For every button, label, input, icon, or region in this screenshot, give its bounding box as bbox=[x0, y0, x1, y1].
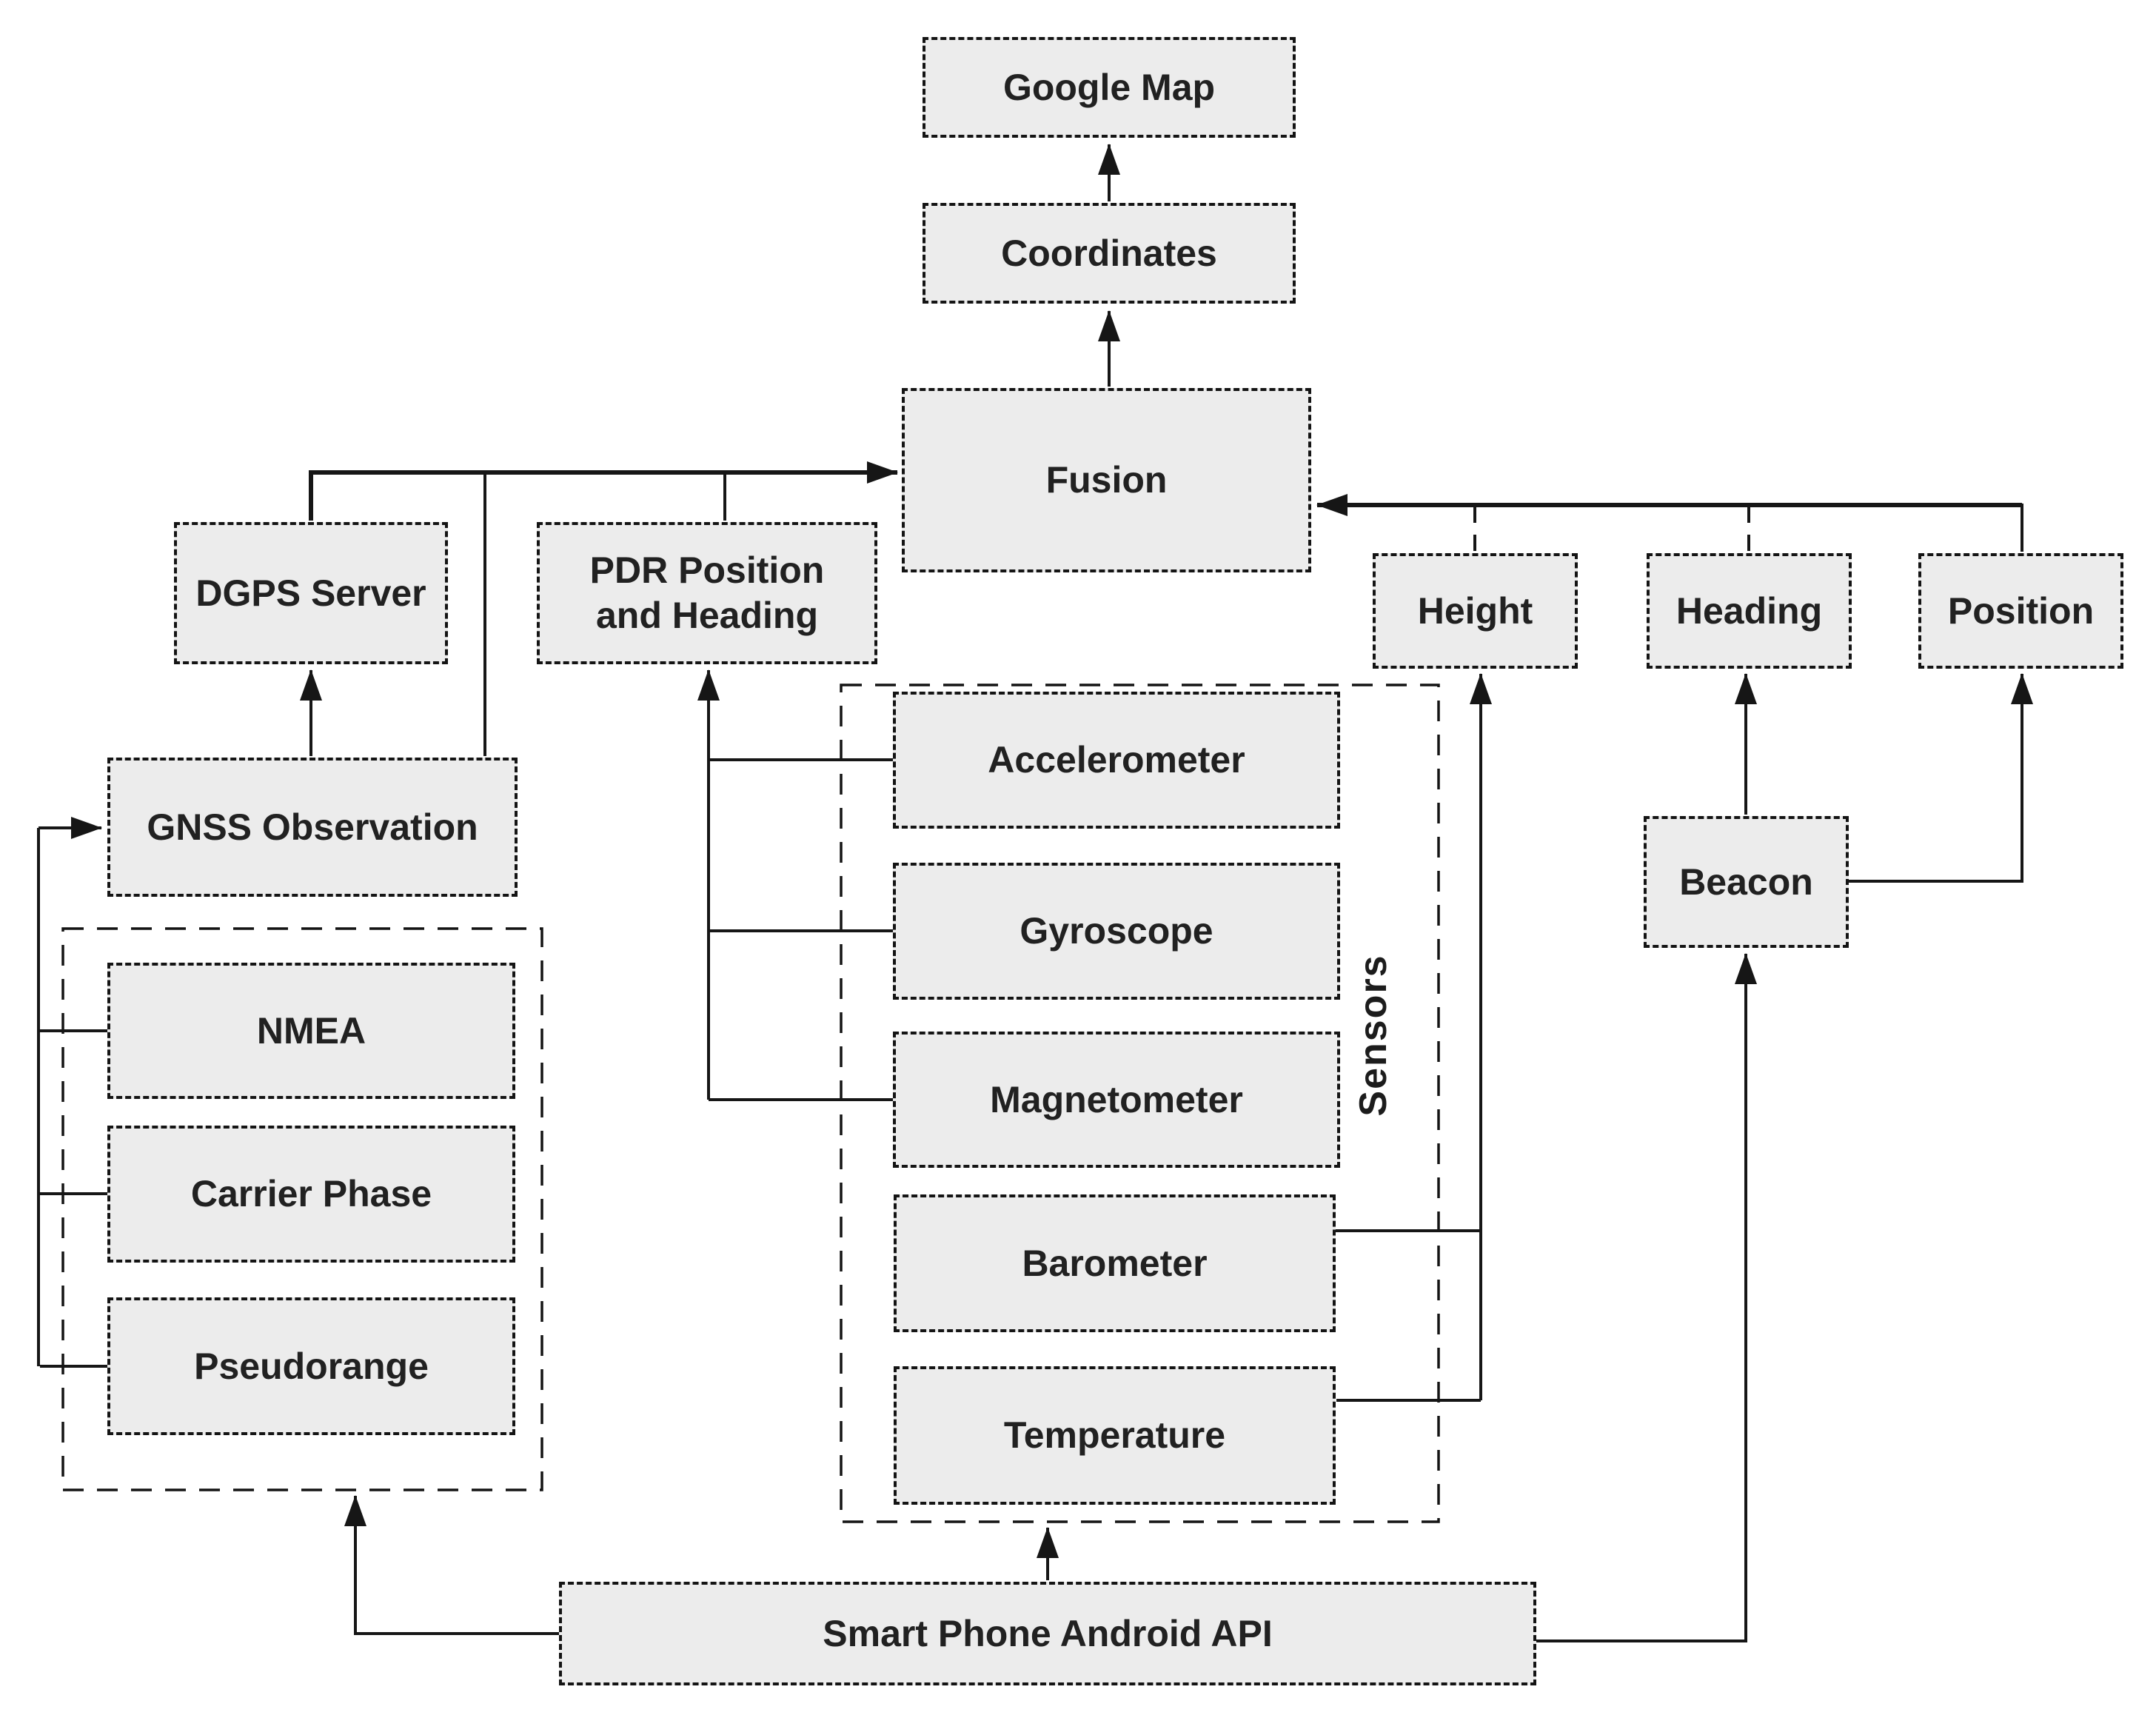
node-coordinates: Coordinates bbox=[923, 203, 1296, 304]
node-google-map: Google Map bbox=[923, 37, 1296, 138]
edge-api-to-gnss-data-group bbox=[344, 1495, 560, 1635]
node-beacon: Beacon bbox=[1644, 816, 1849, 948]
edge-beacon-to-position bbox=[1849, 673, 2033, 883]
node-gyroscope: Gyroscope bbox=[893, 863, 1340, 1000]
sensors-group-label: Sensors bbox=[1352, 954, 1395, 1117]
node-pdr-position-and-heading: PDR Position and Heading bbox=[537, 522, 877, 664]
node-accelerometer: Accelerometer bbox=[893, 692, 1340, 829]
node-barometer: Barometer bbox=[894, 1194, 1336, 1332]
node-temperature: Temperature bbox=[894, 1366, 1336, 1505]
node-nmea: NMEA bbox=[107, 963, 515, 1099]
node-magnetometer: Magnetometer bbox=[893, 1032, 1340, 1168]
node-smart-phone-android-api: Smart Phone Android API bbox=[559, 1582, 1536, 1685]
node-heading: Heading bbox=[1647, 553, 1852, 669]
node-position: Position bbox=[1918, 553, 2123, 669]
node-height: Height bbox=[1373, 553, 1578, 669]
node-fusion: Fusion bbox=[902, 388, 1311, 572]
edge-dgps-server-to-fusion bbox=[309, 461, 898, 521]
gnss-data-group-container bbox=[61, 927, 543, 1491]
node-gnss-observation: GNSS Observation bbox=[107, 758, 518, 897]
node-carrier-phase: Carrier Phase bbox=[107, 1126, 515, 1263]
edge-api-to-beacon bbox=[1535, 953, 1757, 1642]
node-dgps-server: DGPS Server bbox=[174, 522, 448, 664]
node-pseudorange: Pseudorange bbox=[107, 1297, 515, 1435]
